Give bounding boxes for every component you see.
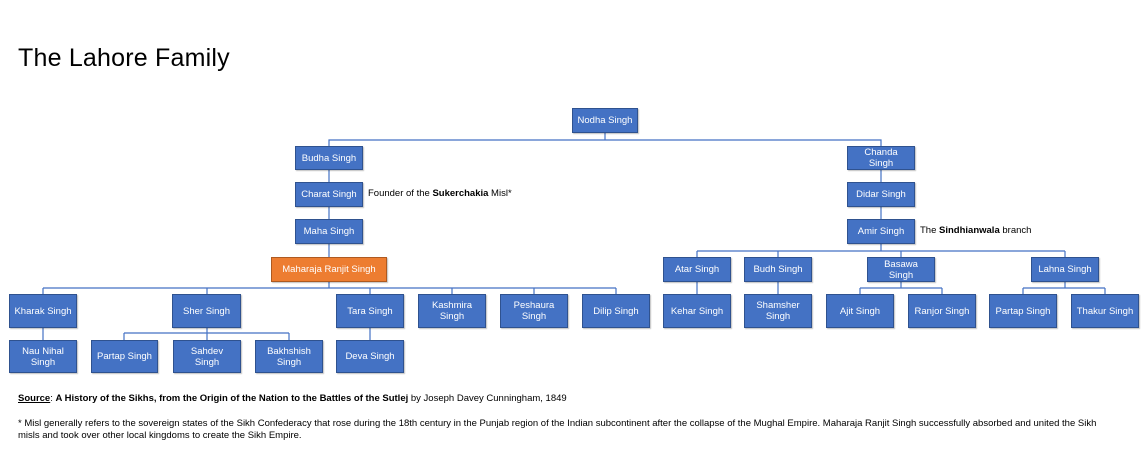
person-node-ajit-singh: Ajit Singh bbox=[826, 294, 894, 328]
person-node-maha-singh: Maha Singh bbox=[295, 219, 363, 244]
person-node-atar-singh: Atar Singh bbox=[663, 257, 731, 282]
person-node-nau-nihal-singh: Nau Nihal Singh bbox=[9, 340, 77, 373]
misl-footnote: * Misl generally refers to the sovereign… bbox=[18, 418, 1097, 441]
person-node-kashmira-singh: Kashmira Singh bbox=[418, 294, 486, 328]
person-node-sahdev-singh: Sahdev Singh bbox=[173, 340, 241, 373]
person-node-basawa-singh: Basawa Singh bbox=[867, 257, 935, 282]
person-node-bakhshish-singh: Bakhshish Singh bbox=[255, 340, 323, 373]
person-node-tara-singh: Tara Singh bbox=[336, 294, 404, 328]
person-node-kehar-singh: Kehar Singh bbox=[663, 294, 731, 328]
person-node-budh-singh: Budh Singh bbox=[744, 257, 812, 282]
person-node-budha-singh: Budha Singh bbox=[295, 146, 363, 170]
person-node-partap-singh-lahna: Partap Singh bbox=[989, 294, 1057, 328]
person-node-chanda-singh: Chanda Singh bbox=[847, 146, 915, 170]
sukerchakia-note: Founder of the Sukerchakia Misl* bbox=[368, 188, 512, 199]
person-node-thakur-singh: Thakur Singh bbox=[1071, 294, 1139, 328]
person-node-ranjor-singh: Ranjor Singh bbox=[908, 294, 976, 328]
person-node-partap-singh-sher: Partap Singh bbox=[91, 340, 158, 373]
person-node-peshaura-singh: Peshaura Singh bbox=[500, 294, 568, 328]
person-node-kharak-singh: Kharak Singh bbox=[9, 294, 77, 328]
person-node-nodha-singh: Nodha Singh bbox=[572, 108, 638, 133]
person-node-deva-singh: Deva Singh bbox=[336, 340, 404, 373]
person-node-sher-singh: Sher Singh bbox=[172, 294, 241, 328]
source-citation: Source: A History of the Sikhs, from the… bbox=[18, 393, 567, 404]
page-title: The Lahore Family bbox=[18, 44, 230, 72]
person-node-maharaja-ranjit-singh: Maharaja Ranjit Singh bbox=[271, 257, 387, 282]
person-node-amir-singh: Amir Singh bbox=[847, 219, 915, 244]
person-node-didar-singh: Didar Singh bbox=[847, 182, 915, 207]
person-node-charat-singh: Charat Singh bbox=[295, 182, 363, 207]
sindhianwala-note: The Sindhianwala branch bbox=[920, 225, 1032, 236]
person-node-lahna-singh: Lahna Singh bbox=[1031, 257, 1099, 282]
person-node-shamsher-singh: Shamsher Singh bbox=[744, 294, 812, 328]
person-node-dilip-singh: Dilip Singh bbox=[582, 294, 650, 328]
